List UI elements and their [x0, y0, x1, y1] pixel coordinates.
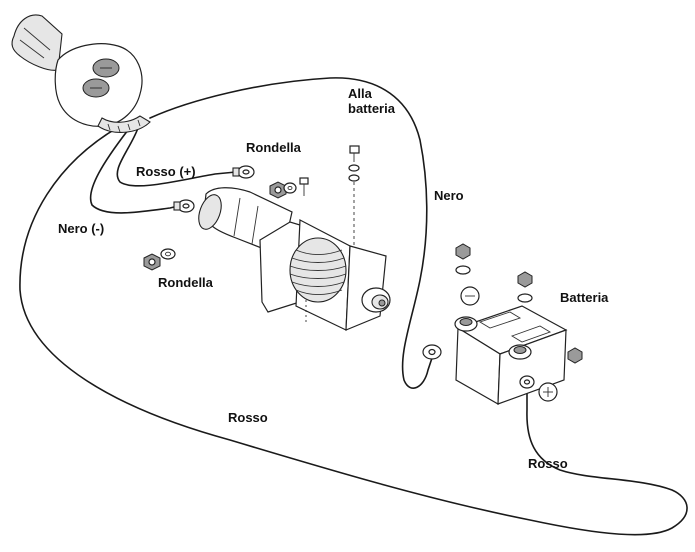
- label-alla-batteria: Alla batteria: [348, 86, 395, 116]
- nut-icon: [455, 243, 471, 275]
- label-rondella-bottom: Rondella: [158, 275, 213, 290]
- ring-terminal-icon: [173, 199, 195, 213]
- bolt-icon: [299, 177, 309, 196]
- battery-icon: [454, 305, 568, 406]
- nut-icon: [517, 271, 533, 303]
- label-nero-minus: Nero (-): [58, 221, 105, 236]
- ring-terminal-icon: [232, 165, 255, 179]
- label-rosso-right: Rosso: [528, 456, 568, 471]
- minus-symbol-icon: [460, 286, 480, 306]
- bolt-icon: [348, 145, 360, 260]
- nut-icon: [567, 347, 583, 364]
- plus-symbol-icon: [538, 382, 558, 402]
- label-nero: Nero: [434, 188, 464, 203]
- nut-icon: [143, 253, 161, 271]
- label-rosso-plus: Rosso (+): [136, 164, 196, 179]
- ring-terminal-icon: [422, 344, 442, 360]
- wire-nero-battery: [149, 77, 433, 389]
- washer-icon: [160, 248, 176, 260]
- winch-motor-icon: [198, 187, 391, 331]
- switch-handle-icon: [11, 14, 151, 133]
- ring-terminal-icon: [519, 375, 535, 389]
- wire-nero-minus: [89, 129, 179, 214]
- label-rosso-left: Rosso: [228, 410, 268, 425]
- wire-rosso-long: [19, 124, 688, 536]
- label-alla-batteria-line1: Alla: [348, 86, 372, 101]
- wire-rosso-plus: [116, 127, 237, 187]
- label-alla-batteria-line2: batteria: [348, 101, 395, 116]
- nut-icon: [269, 181, 287, 199]
- label-batteria: Batteria: [560, 290, 609, 305]
- label-rondella-top: Rondella: [246, 140, 301, 155]
- washer-icon: [283, 182, 297, 194]
